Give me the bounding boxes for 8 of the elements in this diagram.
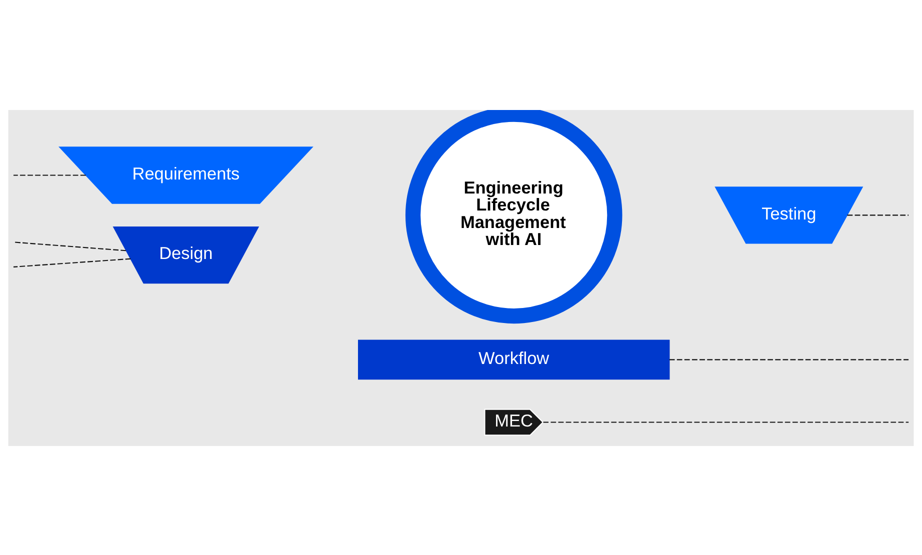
node-box: Workflow bbox=[358, 339, 670, 380]
connector bbox=[669, 358, 909, 360]
connector bbox=[13, 241, 126, 251]
node-circle: Engineering Lifecycle Management with AI bbox=[405, 110, 622, 324]
connector bbox=[13, 258, 131, 267]
connector bbox=[847, 214, 909, 216]
connector bbox=[14, 174, 86, 176]
connector bbox=[543, 421, 909, 422]
